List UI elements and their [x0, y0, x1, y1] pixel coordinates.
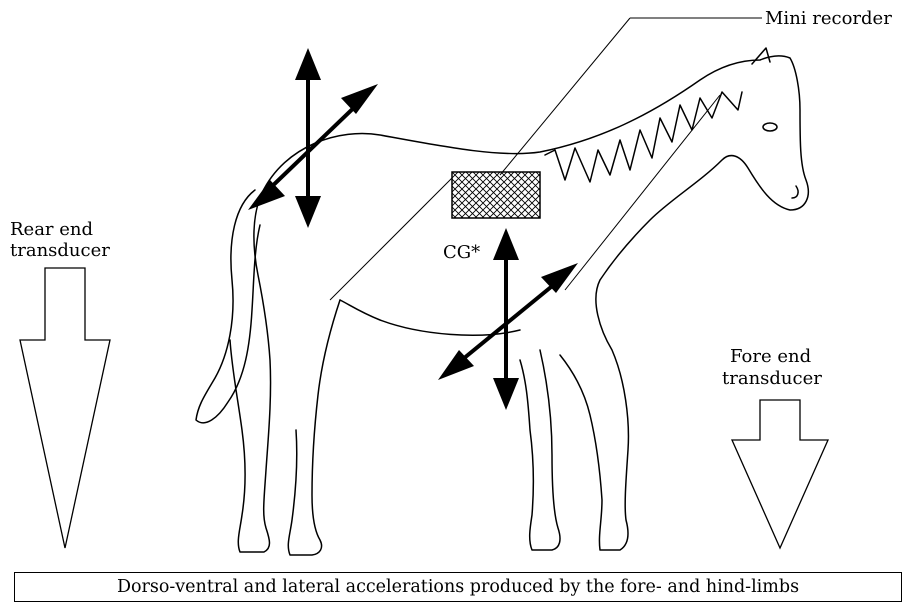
mini-recorder-box — [452, 172, 540, 218]
mini-recorder-label: Mini recorder — [765, 8, 892, 29]
leader-lines — [330, 18, 762, 300]
fore-end-label-line1: Fore end — [730, 346, 811, 367]
rear-acceleration-arrows — [248, 48, 378, 228]
caption-text: Dorso-ventral and lateral accelerations … — [117, 577, 799, 597]
fore-end-label-line2: transducer — [722, 368, 822, 389]
rear-end-label-line2: transducer — [10, 240, 110, 261]
caption-box: Dorso-ventral and lateral accelerations … — [14, 572, 902, 602]
rear-end-label-line1: Rear end — [10, 219, 93, 240]
fore-end-transducer-arrow — [732, 400, 828, 548]
horse-outline — [196, 48, 808, 555]
cg-label: CG* — [443, 242, 480, 263]
rear-end-transducer-arrow — [20, 268, 110, 548]
